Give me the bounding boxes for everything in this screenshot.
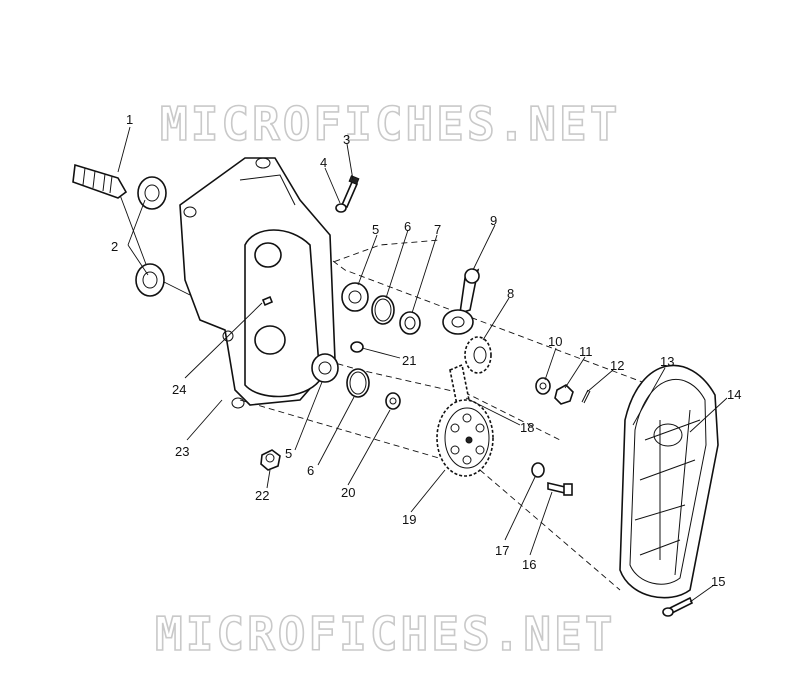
nut-part-22	[260, 449, 281, 471]
chain-part	[449, 363, 471, 412]
seal-part-7	[399, 311, 421, 335]
washer-part-10	[535, 377, 551, 395]
watermark-bottom: MICROFICHES.NET	[155, 607, 615, 661]
washer-part-4	[335, 203, 347, 213]
tensioner-arm-part	[442, 268, 480, 335]
stud-part-24	[261, 295, 274, 307]
sprocket-small-part	[464, 336, 492, 374]
callout-22: 22	[255, 488, 269, 503]
callout-21: 21	[402, 353, 416, 368]
nut-part-11	[554, 384, 574, 405]
callout-16: 16	[522, 557, 536, 572]
callout-19: 19	[402, 512, 416, 527]
seal-part-lower	[135, 263, 165, 297]
watermark-top: MICROFICHES.NET	[160, 97, 620, 151]
leader-lines	[117, 126, 728, 603]
shaft-part	[72, 163, 128, 199]
callout-5-lower: 5	[285, 446, 292, 461]
bearing-part-upper	[341, 282, 369, 312]
callout-17: 17	[495, 543, 509, 558]
callout-14: 14	[727, 387, 741, 402]
chaincase-cover	[619, 364, 719, 599]
callout-20: 20	[341, 485, 355, 500]
cotter-pin-part-12	[581, 389, 591, 404]
bolt-part-16	[547, 481, 573, 496]
callout-labels: 1 2 3 4 5 5 6 6 7 8 9 10 11 12 13 14 15 …	[111, 112, 741, 589]
callout-13: 13	[660, 354, 674, 369]
sprocket-large-part	[436, 399, 494, 477]
callout-9: 9	[490, 213, 497, 228]
callout-5-upper: 5	[372, 222, 379, 237]
callout-4: 4	[320, 155, 327, 170]
chaincase-housing	[179, 157, 336, 409]
callout-10: 10	[548, 334, 562, 349]
washer-part-17	[531, 462, 545, 478]
callout-2: 2	[111, 239, 118, 254]
screw-part-15	[662, 596, 694, 617]
callout-15: 15	[711, 574, 725, 589]
callout-11: 11	[579, 344, 593, 359]
bushing-part-21	[350, 341, 364, 353]
callout-8: 8	[507, 286, 514, 301]
callout-24: 24	[172, 382, 186, 397]
bearing-part-lower	[311, 353, 339, 383]
seal-part-upper	[137, 176, 167, 210]
callout-1: 1	[126, 112, 133, 127]
callout-23: 23	[175, 444, 189, 459]
callout-6-lower: 6	[307, 463, 314, 478]
callout-6-upper: 6	[404, 219, 411, 234]
o-ring-part-lower	[346, 368, 370, 398]
callout-12: 12	[610, 358, 624, 373]
callout-7: 7	[434, 222, 441, 237]
o-ring-part-upper	[371, 295, 395, 325]
washer-part-20	[385, 392, 401, 410]
callout-18: 18	[520, 420, 534, 435]
callout-3: 3	[343, 132, 350, 147]
bolt-part-3	[340, 175, 360, 209]
